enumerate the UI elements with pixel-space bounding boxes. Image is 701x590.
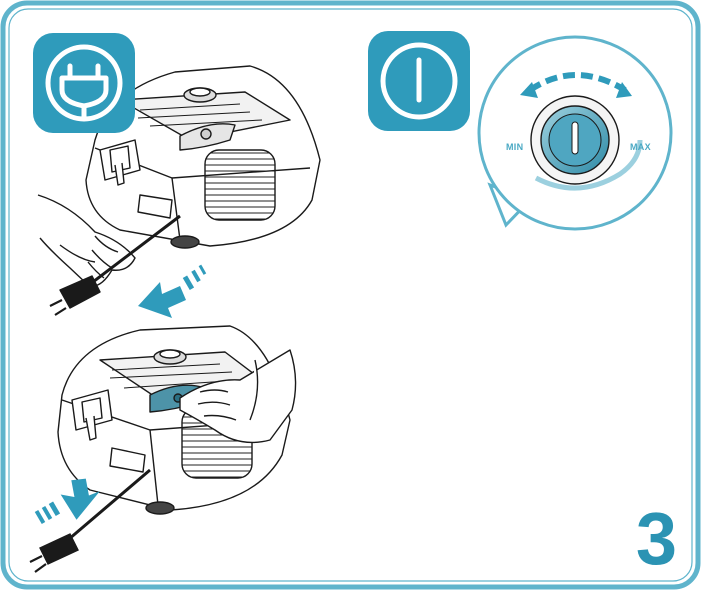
dial-min-label: MIN xyxy=(506,142,523,152)
step-number: 3 xyxy=(636,502,677,576)
dial-max-label: MAX xyxy=(630,142,651,152)
power-switch-icon xyxy=(368,31,470,131)
suction-dial-callout xyxy=(479,37,671,229)
plug-icon xyxy=(33,33,135,133)
